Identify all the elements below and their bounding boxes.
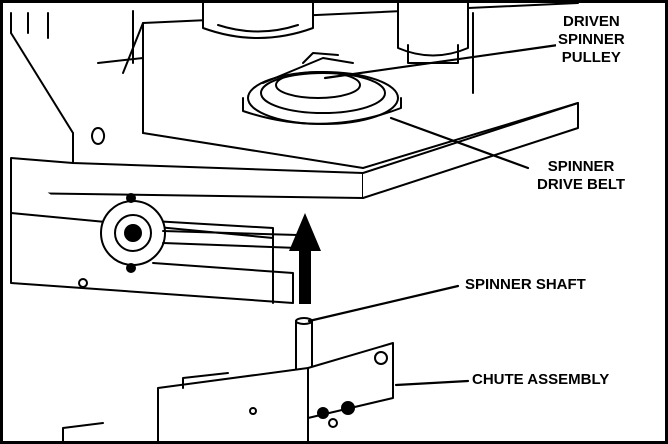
callout-chute-assembly: CHUTE ASSEMBLY [470, 371, 612, 389]
upper-frame [10, 3, 579, 199]
leader-line-belt [389, 116, 530, 170]
mechanical-drawing [10, 3, 579, 441]
motor-housing [202, 3, 469, 64]
chute-assembly [62, 342, 394, 441]
leader-lines [307, 43, 560, 387]
leader-line-chute [394, 379, 470, 387]
bearing-bracket [10, 167, 299, 304]
leader-line-shaft [307, 284, 460, 323]
driven-spinner-pulley [242, 52, 402, 125]
leader-line-pulley [323, 43, 560, 80]
callout-spinner-drive-belt: SPINNER DRIVE BELT [535, 158, 628, 194]
callout-driven-spinner-pulley: DRIVEN SPINNER PULLEY [556, 13, 627, 67]
callout-spinner-shaft: SPINNER SHAFT [463, 276, 588, 294]
up-arrow-icon [289, 213, 321, 304]
